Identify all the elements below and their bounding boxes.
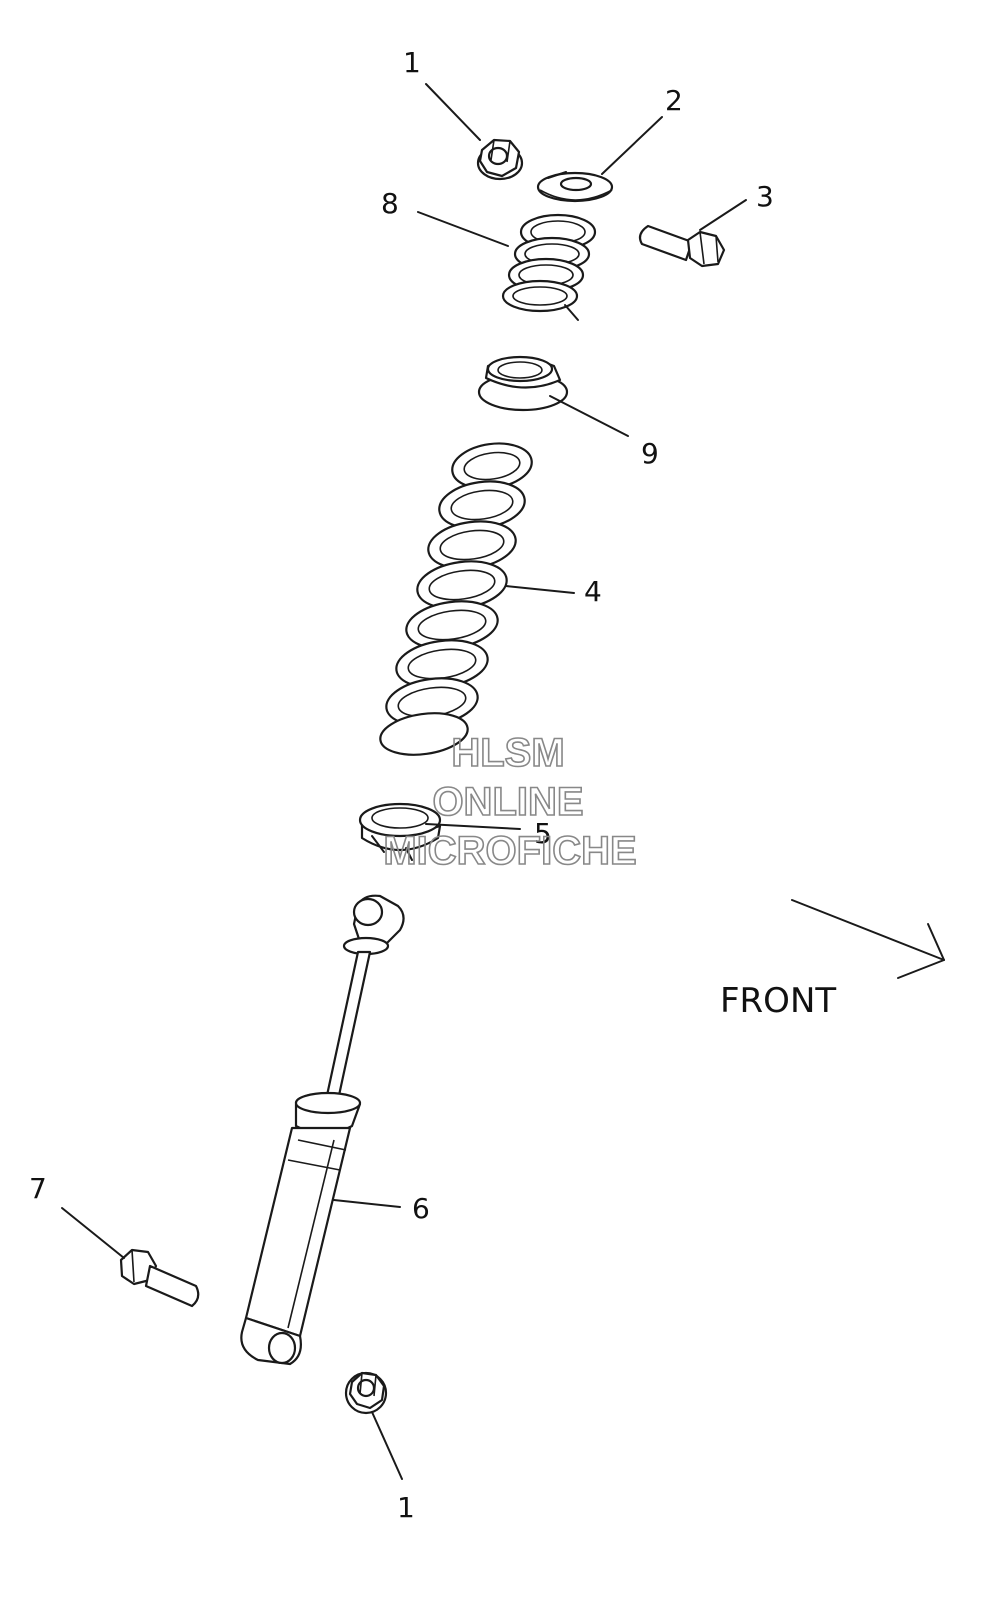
watermark-line3: MICROFICHE	[383, 829, 636, 873]
watermark-line2: ONLINE	[432, 780, 583, 824]
watermark-line1: HLSM	[451, 731, 564, 775]
leader-lines	[61, 83, 747, 1480]
split-washer	[536, 171, 614, 203]
front-label: FRONT	[720, 981, 836, 1021]
mounting-bolt-top	[638, 224, 726, 268]
flange-nut-bottom	[344, 1371, 388, 1415]
callout-3: 3	[756, 180, 774, 213]
mounting-bolt-bottom	[119, 1248, 200, 1308]
callout-1-bottom: 1	[397, 1491, 415, 1524]
callout-1-top: 1	[403, 46, 421, 79]
flange-nut-top	[476, 138, 524, 181]
main-coil-spring	[379, 442, 533, 756]
shock-absorber	[240, 894, 405, 1366]
callout-5: 5	[534, 817, 552, 850]
callout-2: 2	[665, 84, 683, 117]
spring-seat-upper	[477, 355, 569, 412]
callout-6: 6	[412, 1192, 430, 1225]
front-direction-arrow	[791, 899, 945, 979]
callout-4: 4	[584, 575, 602, 608]
callout-9: 9	[641, 437, 659, 470]
spring-seat-lower	[358, 802, 442, 861]
helper-spring	[501, 213, 597, 321]
callout-7: 7	[29, 1172, 47, 1205]
callout-8: 8	[381, 187, 399, 220]
